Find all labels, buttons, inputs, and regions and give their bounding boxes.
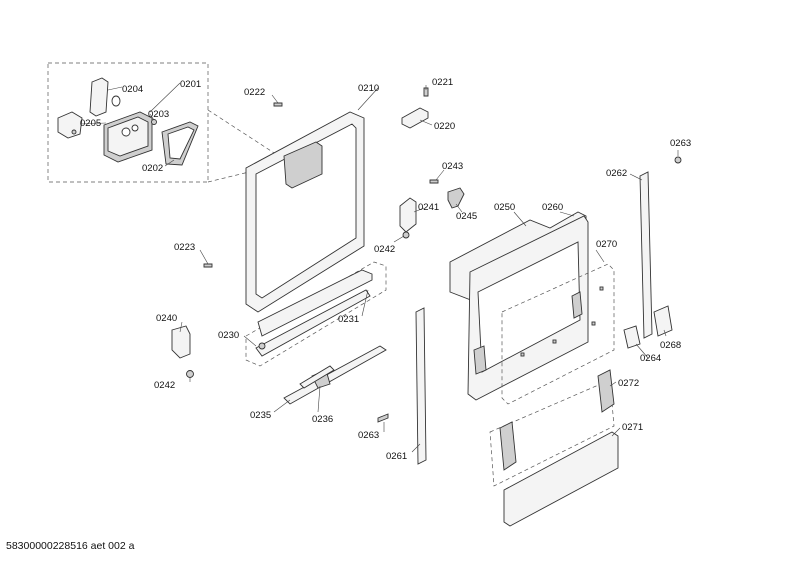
callout-labels: 0201 0204 0203 0205 0202 0210 0221 0222 … [80,77,691,462]
callout-0241: 0241 [418,202,439,213]
callout-0242-left: 0242 [154,380,175,391]
screw-0223 [203,263,213,268]
callout-0222: 0222 [244,87,265,98]
callout-0223: 0223 [174,242,195,253]
callout-0240: 0240 [156,313,177,324]
door-handle-0235 [283,345,387,405]
callout-0201: 0201 [180,79,201,90]
callout-0202: 0202 [142,163,163,174]
screw-0222 [273,102,283,107]
callout-0260: 0260 [542,202,563,213]
screw-0263-top [674,156,682,164]
callout-0250: 0250 [494,202,515,213]
bracket-0268 [653,305,673,337]
callout-0272: 0272 [618,378,639,389]
callout-0210: 0210 [358,83,379,94]
door-strip-0230 [245,261,387,367]
dispenser-lid-0202 [161,121,199,166]
screw-0243 [429,179,439,184]
callout-0264: 0264 [640,353,661,364]
toe-panel-0271 [489,379,619,527]
bracket-0264 [623,325,641,349]
callout-0271: 0271 [622,422,643,433]
nut-0242-right [402,231,410,239]
hinge-spring-0272-right [597,369,615,413]
leader-lines [79,82,679,453]
callout-0220: 0220 [434,121,455,132]
hinge-bracket-0240 [171,325,191,359]
callout-0221: 0221 [432,77,453,88]
screw-0203 [151,119,157,125]
side-trim-0261 [415,307,427,465]
insulation-0270 [501,263,615,405]
callout-0236: 0236 [312,414,333,425]
callout-0205: 0205 [80,118,101,129]
callout-0204: 0204 [122,84,143,95]
callout-0245: 0245 [456,211,477,222]
callout-0263-top: 0263 [670,138,691,149]
clip-0245 [447,187,465,209]
dispenser-housing-0201 [103,111,153,163]
callout-0230: 0230 [218,330,239,341]
seal-0204 [89,77,121,117]
callout-0231: 0231 [338,314,359,325]
callout-0235: 0235 [250,410,271,421]
hinge-bracket-0241 [399,197,417,233]
callout-0268: 0268 [660,340,681,351]
callout-0203: 0203 [148,109,169,120]
hinge-cover-0220 [401,107,429,129]
screw-0221 [423,87,429,97]
callout-0261: 0261 [386,451,407,462]
callout-0263-bottom: 0263 [358,430,379,441]
document-id: 58300000228516 aet 002 a [6,540,135,552]
callout-0262: 0262 [606,168,627,179]
outer-door-panel-0250 [449,211,589,401]
callout-0242-right: 0242 [374,244,395,255]
actuator-0205 [57,111,83,139]
callout-0270: 0270 [596,239,617,250]
side-trim-0262 [639,171,653,339]
screw-0263-bottom [377,413,389,423]
door-inner-panel-0210 [245,111,365,313]
hinge-spring-0272-left [499,421,517,471]
nut-0242-left [186,370,194,378]
callout-0243: 0243 [442,161,463,172]
